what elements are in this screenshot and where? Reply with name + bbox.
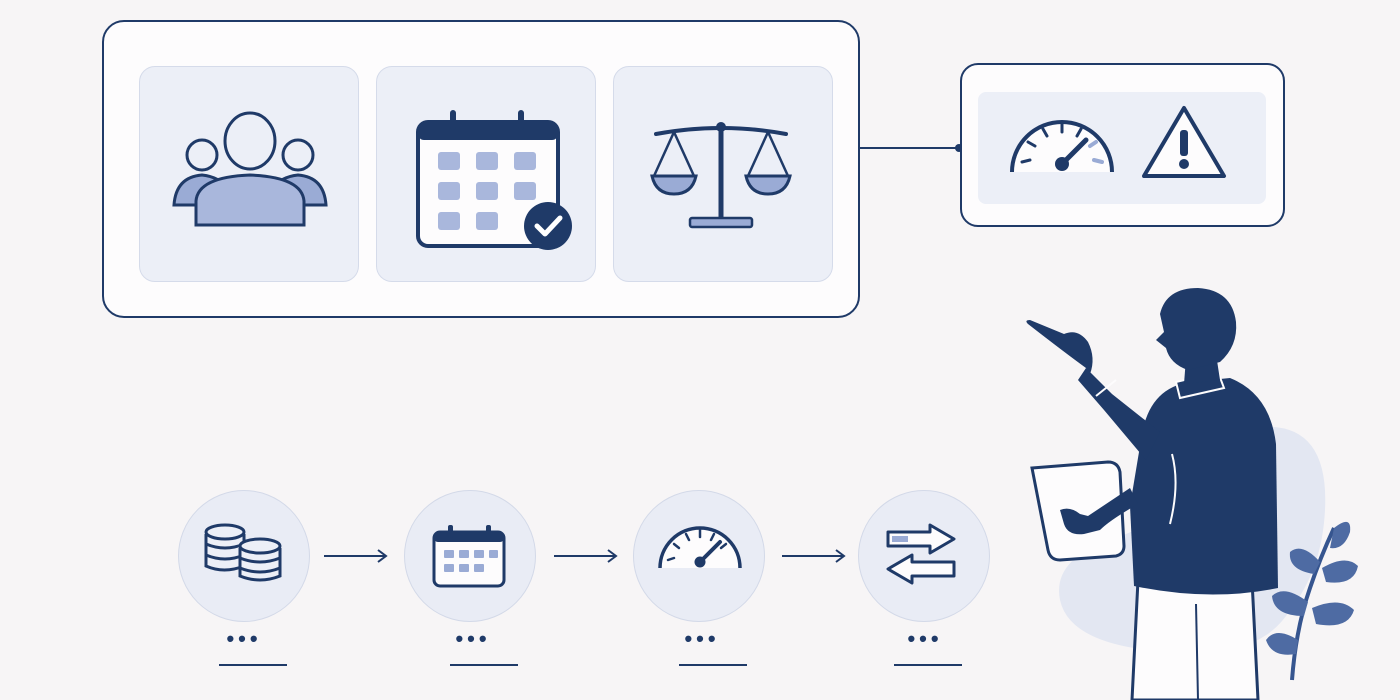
step-caption: ••• <box>684 626 720 651</box>
calendar-check-icon <box>416 110 572 250</box>
exchange-arrows-icon <box>886 523 956 585</box>
presenter-figure <box>1026 288 1278 700</box>
gauge-icon <box>658 526 742 569</box>
step-caption: ••• <box>226 626 262 651</box>
step-underline <box>894 664 962 666</box>
step-underline <box>450 664 518 666</box>
arrow-right-icon <box>782 549 846 563</box>
people-group-icon <box>172 111 328 227</box>
step-circle-exchange <box>858 490 990 622</box>
balance-scale-icon <box>650 122 792 229</box>
plant-icon <box>1266 521 1358 681</box>
coins-icon <box>204 523 282 582</box>
step-underline <box>679 664 747 666</box>
arrow-right-icon <box>554 549 618 563</box>
arrow-right-icon <box>324 549 388 563</box>
step-underline <box>219 664 287 666</box>
connector-line <box>860 144 963 152</box>
speedometer-icon <box>1010 120 1114 173</box>
step-caption: ••• <box>455 626 491 651</box>
step-caption: ••• <box>907 626 943 651</box>
warning-icon <box>1142 106 1226 178</box>
calendar-icon <box>432 525 506 588</box>
